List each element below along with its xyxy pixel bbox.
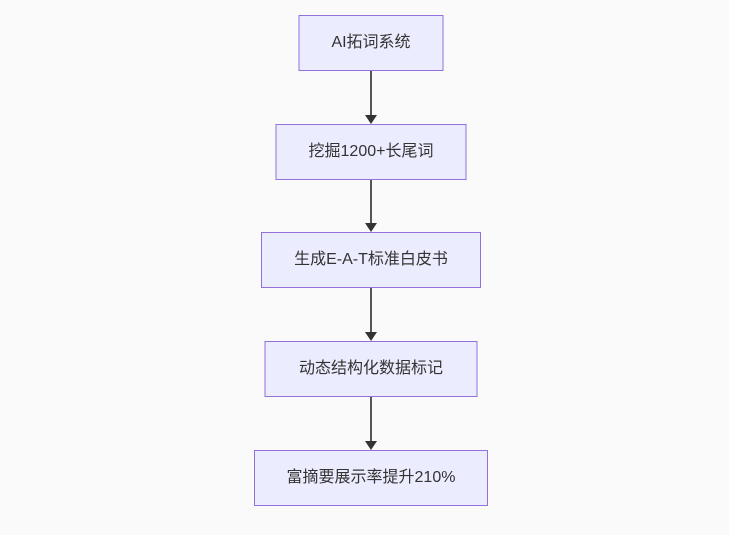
flow-node-eat-whitepaper: 生成E-A-T标准白皮书: [261, 232, 481, 288]
flow-node-label: 生成E-A-T标准白皮书: [294, 251, 448, 268]
arrow-line: [370, 397, 372, 444]
flow-node-structured-data: 动态结构化数据标记: [264, 341, 478, 397]
arrowhead-icon: [365, 332, 377, 341]
flow-node-label: AI拓词系统: [331, 34, 411, 51]
arrowhead-icon: [365, 441, 377, 450]
flow-node-label: 动态结构化数据标记: [298, 360, 443, 377]
arrow-line: [370, 180, 372, 226]
arrow-connector-4: [364, 397, 378, 450]
flow-node-label: 富摘要展示率提升210%: [286, 469, 456, 486]
arrow-connector-3: [364, 288, 378, 341]
flow-node-longtail-mining: 挖掘1200+长尾词: [275, 124, 467, 180]
arrowhead-icon: [365, 223, 377, 232]
flow-node-rich-snippet-result: 富摘要展示率提升210%: [254, 450, 488, 506]
arrow-connector-1: [364, 71, 378, 124]
arrow-line: [370, 71, 372, 118]
arrow-line: [370, 288, 372, 335]
arrowhead-icon: [365, 115, 377, 124]
arrow-connector-2: [364, 180, 378, 232]
flow-node-label: 挖掘1200+长尾词: [308, 143, 434, 160]
flow-node-ai-keyword-system: AI拓词系统: [298, 15, 444, 71]
